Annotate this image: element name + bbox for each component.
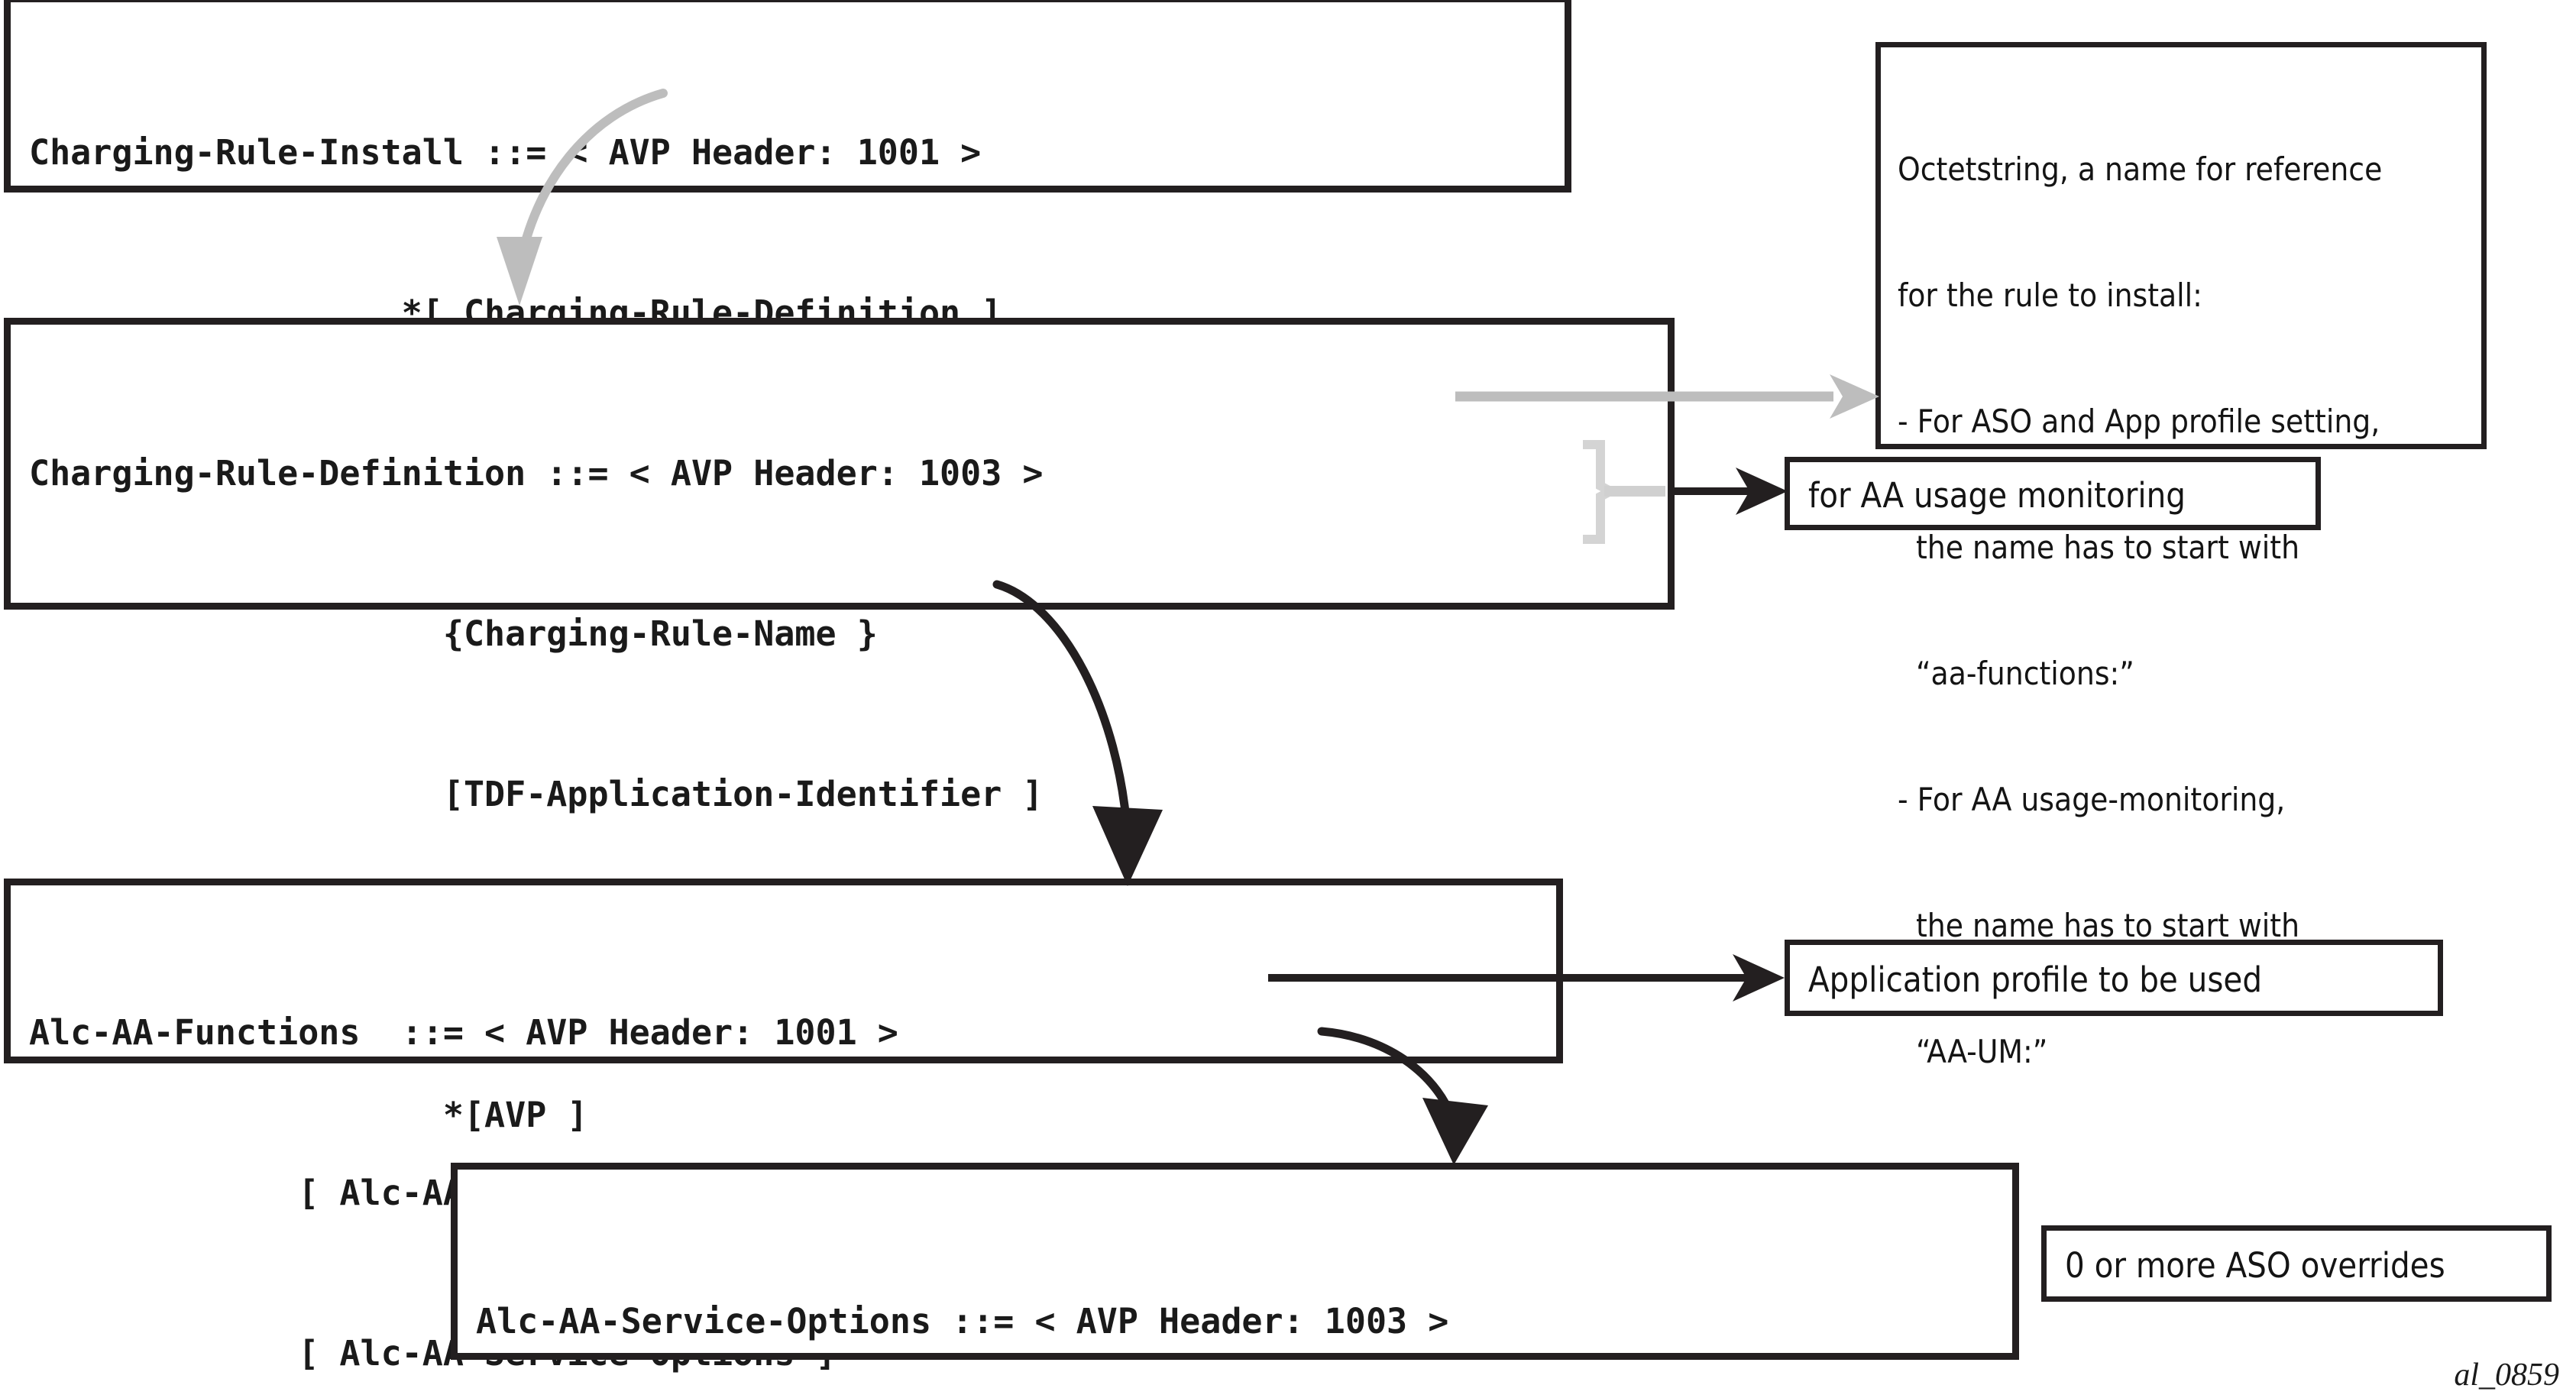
octetstring-note-text: Octetstring, a name for reference for th… [1898,64,2382,1157]
code-line: Alc-AA-Service-Options ::= < AVP Header:… [476,1301,1449,1341]
code-line: [TDF-Application-Identifier ] [29,774,1044,814]
charging-rule-definition-box: Charging-Rule-Definition ::= < AVP Heade… [4,318,1675,1135]
aa-usage-monitoring-box: for AA usage monitoring [1785,457,2321,530]
note-line: - For ASO and App profile setting, [1898,403,2380,440]
octetstring-note-box: Octetstring, a name for reference for th… [1875,42,2487,1070]
alc-aa-service-options-code: Alc-AA-Service-Options ::= < AVP Header:… [476,1188,1448,1398]
code-line: Alc-AA-Functions ::= < AVP Header: 1001 … [29,1012,898,1053]
connector-brace-to-usage-monitoring [1668,468,1788,515]
note-line: the name has to start with [1898,529,2300,566]
aso-overrides-text: 0 or more ASO overrides [2065,1245,2445,1286]
figure-caption: al_0859 [2454,1358,2559,1393]
note-line: the name has to start with [1898,907,2300,944]
code-line: Charging-Rule-Install ::= < AVP Header: … [29,132,982,173]
note-line: - For AA usage-monitoring, [1898,781,2286,818]
charging-rule-install-box: Charging-Rule-Install ::= < AVP Header: … [4,0,1571,494]
code-line: *[AVP ] [29,1095,588,1135]
aa-usage-monitoring-text: for AA usage monitoring [1808,475,2186,516]
code-line: {Charging-Rule-Name } [29,613,878,654]
note-line: for the rule to install: [1898,277,2202,314]
alc-aa-functions-box: Alc-AA-Functions ::= < AVP Header: 1001 … [4,879,1563,1374]
note-line: Octetstring, a name for reference [1898,150,2383,188]
application-profile-box: Application profile to be used [1785,940,2443,1016]
note-line: “aa-functions:” [1898,655,2134,692]
code-line: Charging-Rule-Definition ::= < AVP Heade… [29,453,1044,494]
note-line: “AA-UM:” [1898,1033,2048,1070]
aso-overrides-box: 0 or more ASO overrides [2041,1225,2552,1302]
alc-aa-service-options-box: Alc-AA-Service-Options ::= < AVP Header:… [451,1163,2019,1360]
application-profile-text: Application profile to be used [1808,960,2263,1000]
